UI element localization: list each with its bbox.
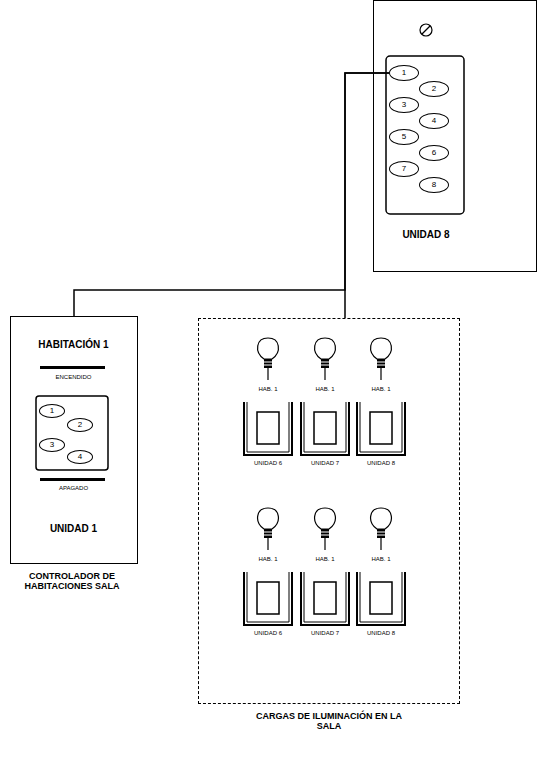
keypad-button: 7 bbox=[389, 161, 419, 177]
unit-label: UNIDAD 7 bbox=[298, 460, 352, 466]
room-label: HAB. 1 bbox=[354, 386, 408, 392]
unit-label: UNIDAD 8 bbox=[354, 460, 408, 466]
room-label: HAB. 1 bbox=[298, 386, 352, 392]
keypad-button: 2 bbox=[67, 418, 93, 432]
room-label: HAB. 1 bbox=[241, 386, 295, 392]
dimmer-module bbox=[357, 402, 405, 455]
bulb bbox=[371, 508, 392, 550]
unit-label: UNIDAD 6 bbox=[241, 630, 295, 636]
room-label: HAB. 1 bbox=[241, 556, 295, 562]
node-text: UNIDAD 8 bbox=[387, 229, 465, 241]
button-number: 4 bbox=[420, 116, 448, 125]
button-number: 1 bbox=[390, 68, 418, 77]
lighting-load-area: CARGAS DE ILUMINACIÓN EN LA SALA bbox=[198, 318, 460, 704]
button-number: 8 bbox=[420, 180, 448, 189]
keypad-button: 2 bbox=[419, 81, 449, 97]
keypad-button: 5 bbox=[389, 129, 419, 145]
bulb bbox=[258, 338, 279, 380]
keypad-button: 1 bbox=[389, 65, 419, 81]
room-controller: HABITACIÓN 1ENCENDIDOAPAGADOUNIDAD 1CONT… bbox=[10, 316, 138, 564]
dimmer-module bbox=[301, 572, 349, 625]
button-number: 2 bbox=[68, 420, 92, 429]
button-number: 2 bbox=[420, 84, 448, 93]
bulb bbox=[315, 338, 336, 380]
button-number: 1 bbox=[40, 406, 64, 415]
wire bbox=[345, 73, 389, 318]
bulb bbox=[315, 508, 336, 550]
keypad-button: 4 bbox=[67, 450, 93, 464]
node-text: ENCENDIDO bbox=[11, 374, 136, 381]
button-number: 3 bbox=[40, 440, 64, 449]
button-number: 5 bbox=[390, 132, 418, 141]
wall-keypad-plate: UNIDAD 8 12345678 bbox=[373, 0, 537, 272]
node-text: HABITACIÓN 1 bbox=[11, 339, 136, 351]
keypad-button: 6 bbox=[419, 145, 449, 161]
dimmer-module bbox=[244, 572, 292, 625]
controller-keypad bbox=[36, 396, 108, 470]
room-label: HAB. 1 bbox=[298, 556, 352, 562]
room-label: HAB. 1 bbox=[354, 556, 408, 562]
keypad bbox=[386, 56, 464, 214]
unit-label: UNIDAD 8 bbox=[354, 630, 408, 636]
keypad-button: 3 bbox=[39, 438, 65, 452]
node-text: UNIDAD 1 bbox=[11, 523, 136, 535]
off-bar bbox=[40, 478, 105, 481]
keypad-button: 8 bbox=[419, 177, 449, 193]
dimmer-module bbox=[357, 572, 405, 625]
bulb bbox=[371, 338, 392, 380]
dimmer-module bbox=[244, 402, 292, 455]
button-number: 6 bbox=[420, 148, 448, 157]
node-text: CONTROLADOR DE HABITACIONES SALA bbox=[16, 571, 128, 592]
dimmer-module bbox=[301, 402, 349, 455]
unit-label: UNIDAD 7 bbox=[298, 630, 352, 636]
keypad-button: 3 bbox=[389, 97, 419, 113]
unit-label: UNIDAD 6 bbox=[241, 460, 295, 466]
node-text: CARGAS DE ILUMINACIÓN EN LA SALA bbox=[254, 711, 404, 732]
node-text: APAGADO bbox=[11, 485, 136, 492]
on-bar bbox=[40, 366, 105, 369]
keypad-button: 1 bbox=[39, 404, 65, 418]
wire bbox=[74, 73, 389, 316]
screw bbox=[420, 24, 432, 36]
lighting-loads bbox=[244, 338, 405, 625]
keypad-button: 4 bbox=[419, 113, 449, 129]
button-number: 3 bbox=[390, 100, 418, 109]
button-number: 7 bbox=[390, 164, 418, 173]
bulb bbox=[258, 508, 279, 550]
button-number: 4 bbox=[68, 452, 92, 461]
